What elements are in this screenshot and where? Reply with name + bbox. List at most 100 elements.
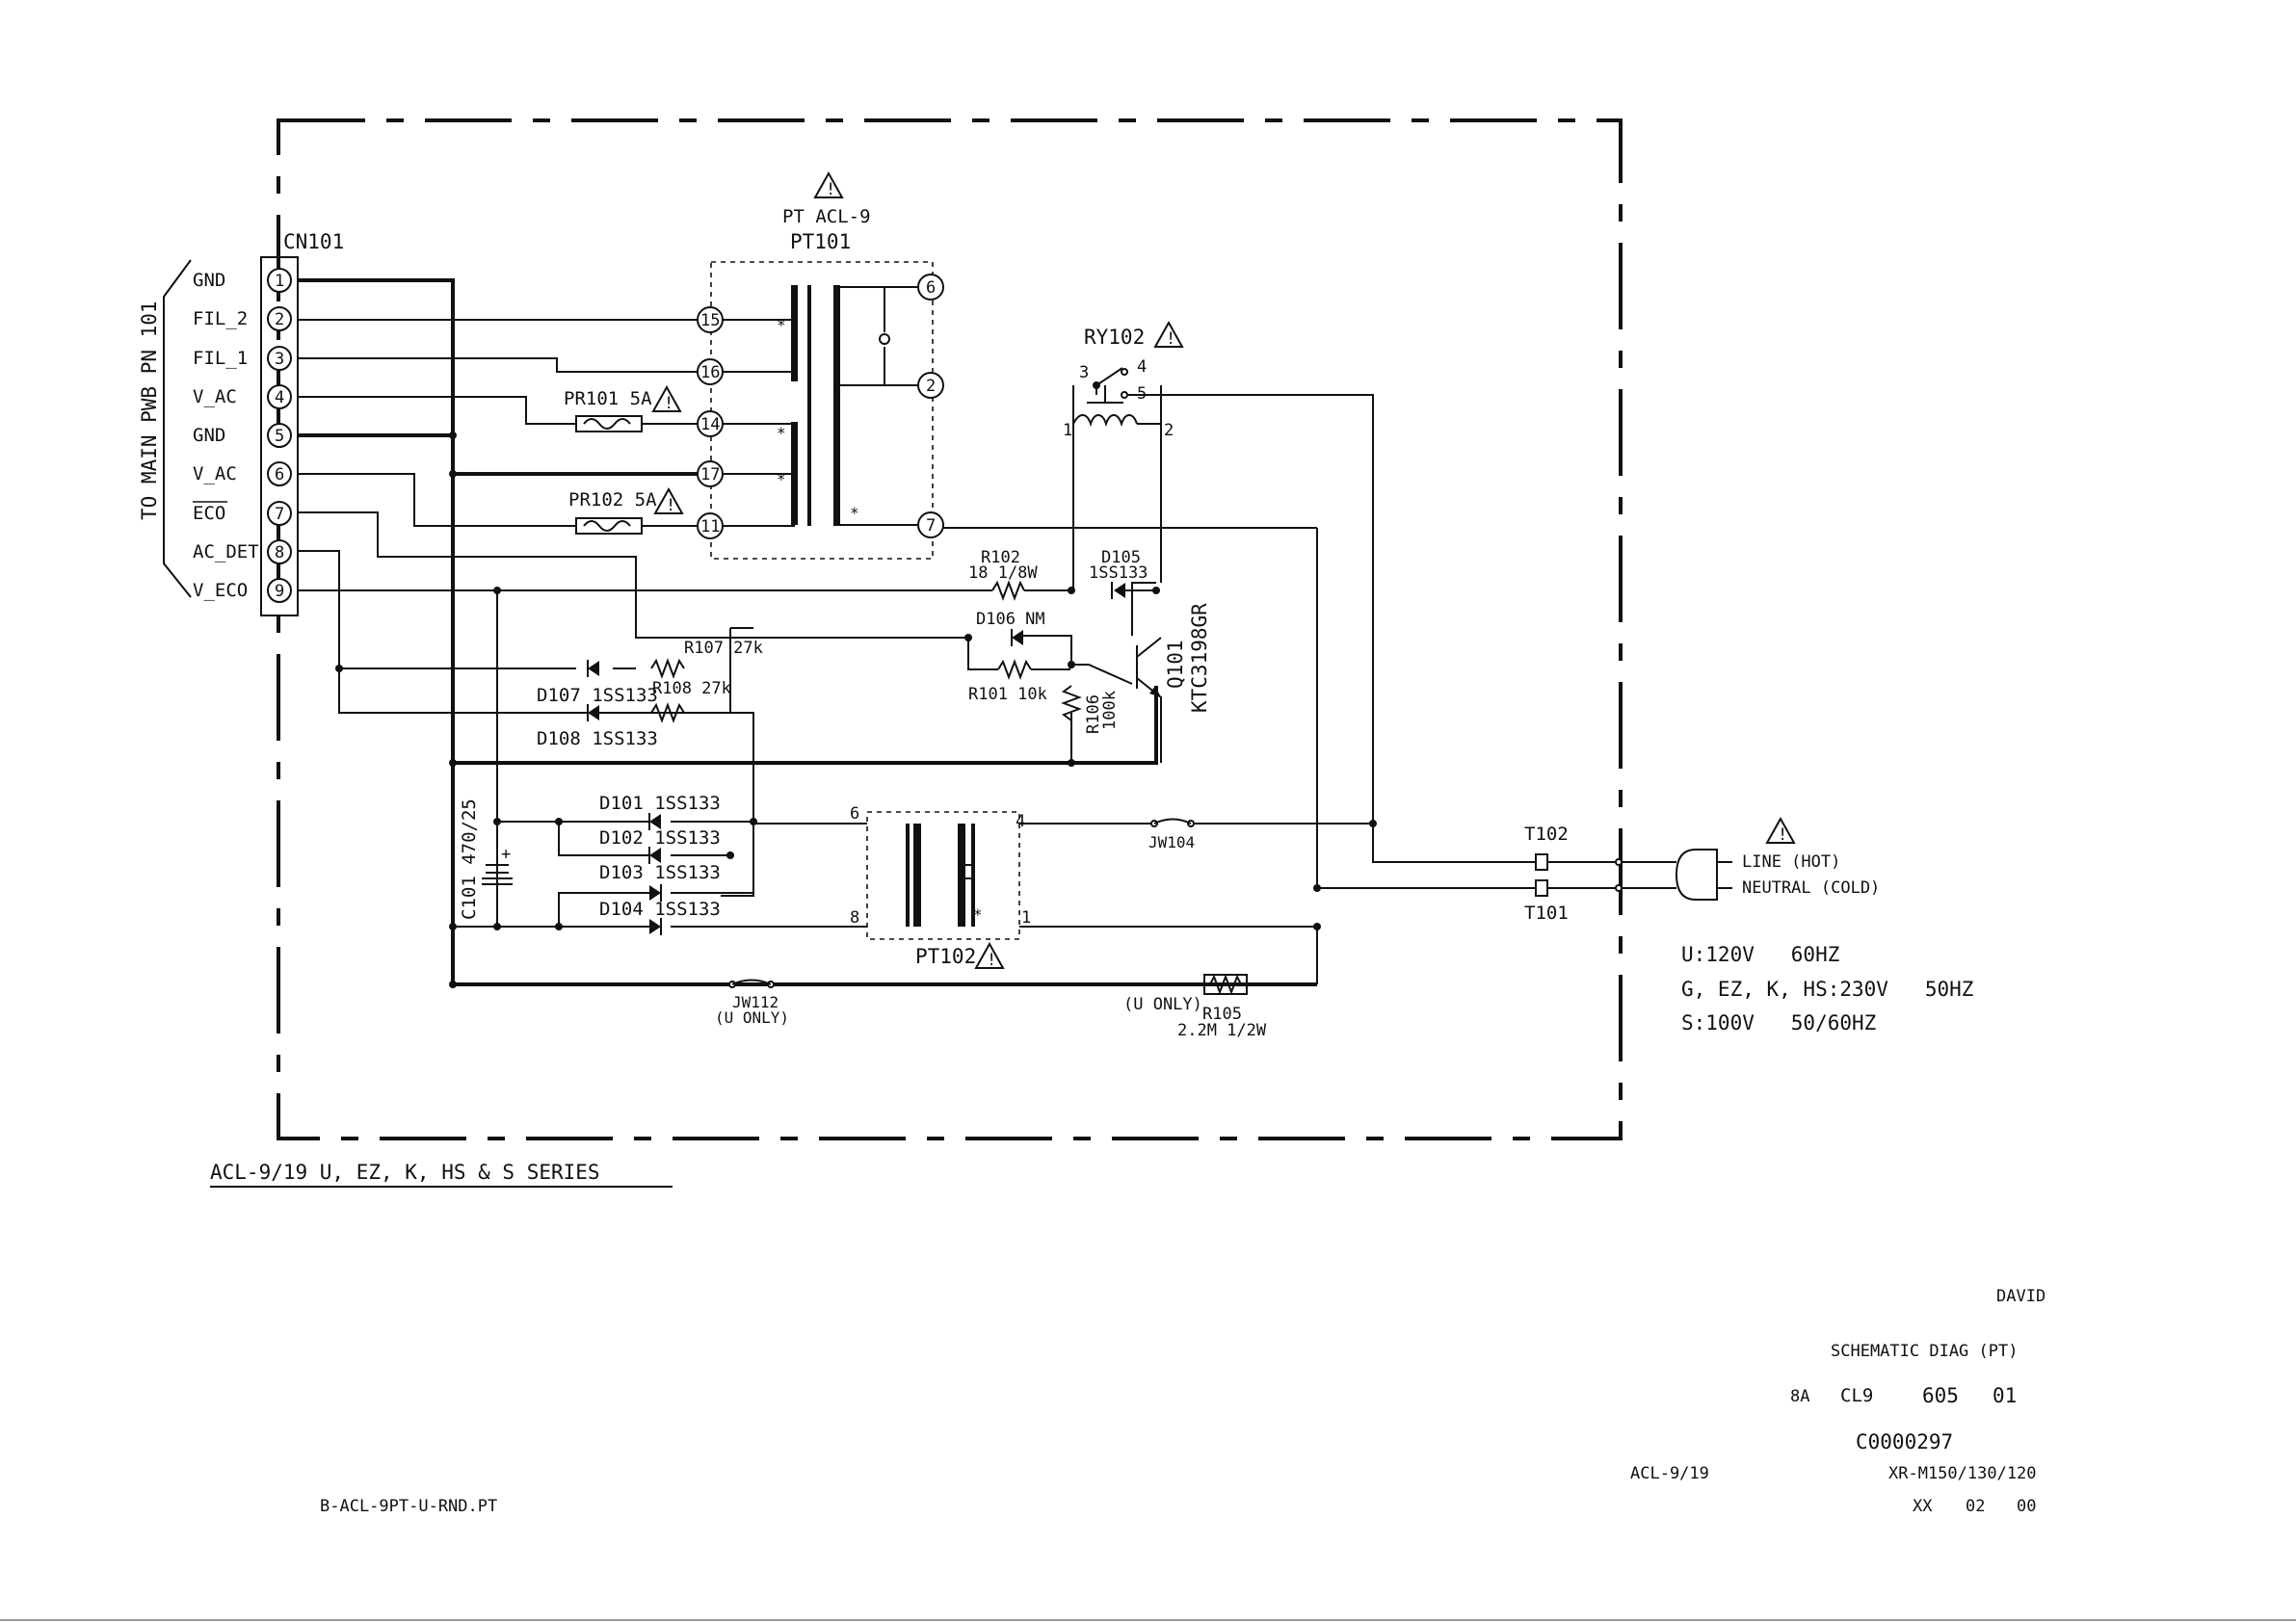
connector-destination: TO MAIN PWB PN 101 — [138, 301, 161, 520]
connector-cn101: CN101 TO MAIN PWB PN 101 1GND2FIL_23FIL_… — [138, 230, 344, 616]
warning-icon — [974, 941, 1005, 969]
connector-pin-signal: GND — [193, 270, 225, 291]
svg-text:1: 1 — [1063, 421, 1072, 440]
svg-text:8: 8 — [850, 908, 859, 928]
connector-pin-signal: ECO — [193, 503, 225, 524]
pt101-pin-number: 14 — [700, 415, 720, 434]
connector-pin-number: 8 — [275, 543, 284, 563]
pt102-outline — [866, 811, 1020, 940]
pt101-pin-number: 16 — [700, 363, 720, 382]
diode-d105: D105 1SS133 — [1089, 548, 1148, 599]
warning-icon — [653, 486, 684, 514]
svg-text:4: 4 — [1137, 357, 1147, 377]
connector-pin-number: 6 — [275, 465, 284, 484]
diode-d103: D103 1SS133 — [599, 862, 721, 902]
board-outline — [277, 118, 1623, 1140]
pt101-pin — [697, 410, 724, 437]
pt101-pin — [697, 512, 724, 539]
diode-d106: D106 NM — [976, 610, 1045, 646]
resistor-r108: R108 27k — [650, 679, 731, 723]
svg-text:*: * — [973, 905, 983, 924]
svg-text:G, EZ, K, HS:230V 50HZ: G, EZ, K, HS:230V 50HZ — [1681, 978, 1973, 1001]
svg-text:!: ! — [666, 496, 675, 515]
connector-pin-2 — [267, 306, 292, 331]
warning-icon — [1153, 320, 1184, 348]
pt101-pin-number: 15 — [700, 311, 720, 330]
svg-text:D108 1SS133: D108 1SS133 — [537, 728, 658, 749]
svg-text:XX: XX — [1913, 1497, 1933, 1516]
connector-pin-number: 7 — [275, 505, 284, 524]
connector-pin-number: 9 — [275, 582, 284, 601]
connector-pin-signal: AC_DET — [193, 541, 259, 563]
svg-text:XR-M150/130/120: XR-M150/130/120 — [1888, 1464, 2037, 1483]
svg-text:5: 5 — [1137, 384, 1147, 404]
svg-text:1: 1 — [1021, 908, 1031, 928]
svg-text:D105: D105 — [1101, 548, 1141, 567]
terminals: T102 T101 — [1524, 824, 1623, 924]
pt101-pin — [917, 372, 944, 399]
pt101-pin — [697, 460, 724, 487]
connector-pin-signal: FIL_1 — [193, 348, 248, 369]
svg-text:!: ! — [1166, 329, 1175, 349]
svg-text:KTC3198GR: KTC3198GR — [1188, 603, 1211, 713]
svg-text:U:120V 60HZ: U:120V 60HZ — [1681, 943, 1839, 966]
resistor-r105: (U ONLY) R105 2.2M 1/2W — [1123, 974, 1267, 1040]
svg-text:DAVID: DAVID — [1996, 1287, 2045, 1306]
svg-text:Q101: Q101 — [1164, 640, 1187, 689]
resistor-r102: R102 18 1/8W — [968, 548, 1038, 601]
jumper-jw112: JW112 (U ONLY) — [715, 979, 789, 1027]
svg-text:NEUTRAL (COLD): NEUTRAL (COLD) — [1742, 878, 1880, 898]
pt101-pin-number: 6 — [926, 278, 936, 298]
svg-text:(U ONLY): (U ONLY) — [1123, 995, 1202, 1014]
svg-text:PR102 5A: PR102 5A — [568, 489, 657, 510]
svg-text:R101 10k: R101 10k — [968, 685, 1047, 704]
svg-text:PT102: PT102 — [915, 945, 976, 968]
pt101-pin-number: 7 — [926, 516, 936, 536]
svg-text:R102: R102 — [981, 548, 1020, 567]
svg-text:605: 605 — [1922, 1384, 1959, 1407]
capacitor-c101: + C101 470/25 — [459, 798, 513, 927]
pt101-pin-number: 11 — [700, 517, 720, 537]
connector-pin-1 — [267, 268, 292, 293]
transistor-q101: Q101 KTC3198GR — [1136, 603, 1211, 763]
pt101-pin — [917, 511, 944, 538]
connector-pin-signal: V_AC — [193, 463, 237, 484]
svg-text:*: * — [777, 470, 786, 488]
connector-bracket — [163, 259, 192, 598]
transformer-pt102: * 6 4 8 1 PT102 ! — [850, 804, 1031, 970]
board-title: ACL-9/19 U, EZ, K, HS & S SERIES — [210, 1161, 600, 1184]
pt101-pin-number: 17 — [700, 465, 720, 484]
svg-text:D107 1SS133: D107 1SS133 — [537, 685, 658, 706]
svg-text:C0000297: C0000297 — [1856, 1430, 1953, 1453]
svg-text:00: 00 — [2017, 1497, 2036, 1516]
fuse-pr101: PR101 5A ! — [564, 384, 682, 432]
connector-pin-3 — [267, 346, 292, 371]
connector-ref: CN101 — [283, 230, 344, 253]
resistor-r107: R107 27k — [650, 639, 763, 679]
svg-text:*: * — [777, 424, 786, 442]
svg-text:!: ! — [987, 951, 996, 970]
svg-text:100k: 100k — [1100, 691, 1120, 730]
svg-text:*: * — [777, 316, 786, 334]
voltage-notes: U:120V 60HZ G, EZ, K, HS:230V 50HZ S:100… — [1681, 943, 1973, 1034]
junction-dots — [335, 381, 1377, 988]
connector-pin-9 — [267, 578, 292, 603]
connector-pin-number: 3 — [275, 350, 284, 369]
svg-text:18 1/8W: 18 1/8W — [968, 563, 1038, 583]
connector-pin-signal: GND — [193, 425, 225, 446]
pt101-pin-number: 2 — [926, 377, 936, 396]
svg-text:D103 1SS133: D103 1SS133 — [599, 862, 721, 883]
connector-pin-6 — [267, 461, 292, 486]
pt101-pin — [917, 274, 944, 301]
ac-plug-icon: ! LINE (HOT) NEUTRAL (COLD) — [1621, 816, 1880, 901]
svg-text:3: 3 — [1079, 363, 1089, 382]
connector-pin-number: 1 — [275, 272, 284, 291]
svg-text:R106: R106 — [1084, 694, 1103, 734]
connector-pins: 1GND2FIL_23FIL_14V_AC5GND6V_AC7ECO8AC_DE… — [193, 268, 292, 603]
pt101-outline — [710, 261, 934, 560]
pt101-pin — [697, 306, 724, 333]
svg-text:T102: T102 — [1524, 824, 1569, 845]
relay-ry102: RY102 ! 3 4 5 1 2 — [1063, 320, 1184, 590]
pt101-type: PT ACL-9 — [782, 206, 871, 227]
